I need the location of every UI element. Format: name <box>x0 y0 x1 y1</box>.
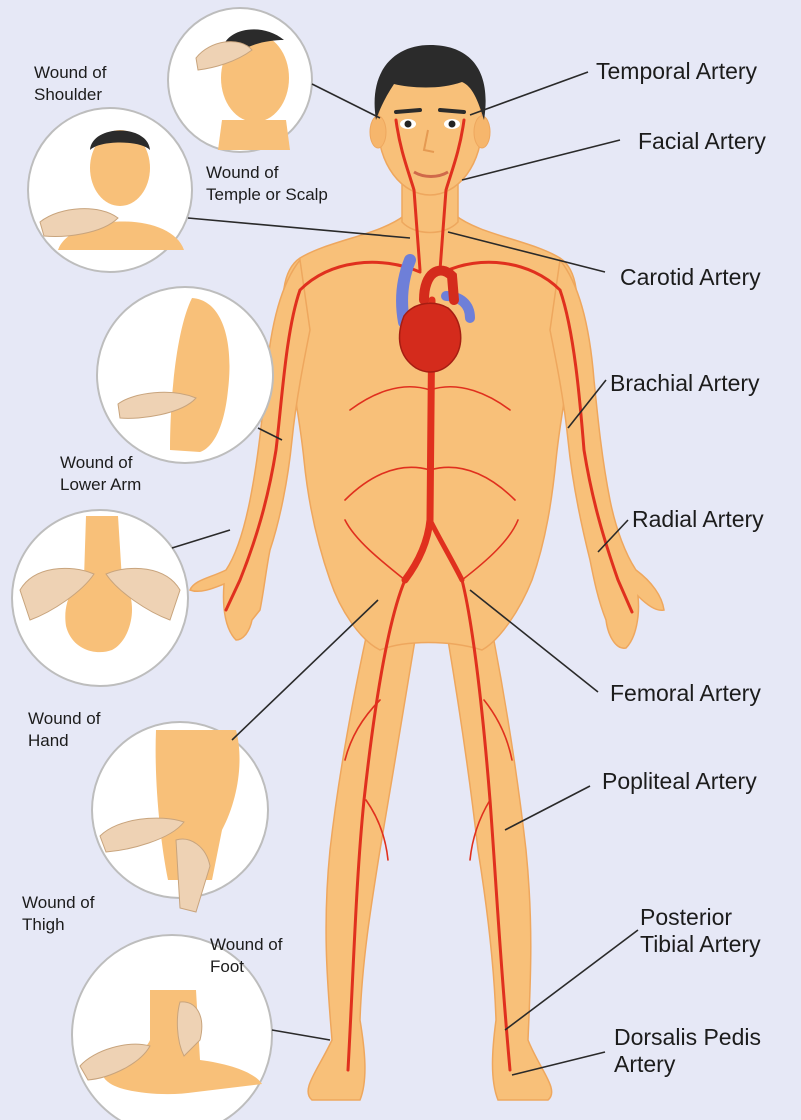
right-brow <box>396 110 420 112</box>
label-wound-temple: Wound of Temple or Scalp <box>206 162 328 206</box>
leader-foot-wound <box>272 1030 330 1040</box>
heart-body <box>400 303 461 372</box>
label-radial-artery: Radial Artery <box>632 506 764 533</box>
label-carotid-artery: Carotid Artery <box>620 264 761 291</box>
label-posterior-tibial-artery: Posterior Tibial Artery <box>640 904 761 958</box>
leader-temple-wound <box>312 84 380 118</box>
right-pupil <box>405 121 412 128</box>
left-ear <box>474 116 490 148</box>
left-leg <box>448 610 552 1100</box>
inset-shoulder <box>28 108 192 272</box>
label-temporal-artery: Temporal Artery <box>596 58 757 85</box>
label-femoral-artery: Femoral Artery <box>610 680 761 707</box>
left-pupil <box>449 121 456 128</box>
label-dorsalis-pedis-artery: Dorsalis Pedis Artery <box>614 1024 761 1078</box>
leader-hand-wound <box>172 530 230 548</box>
label-popliteal-artery: Popliteal Artery <box>602 768 757 795</box>
left-brow <box>440 110 464 112</box>
label-wound-shoulder: Wound of Shoulder <box>34 62 106 106</box>
label-wound-lower-arm: Wound of Lower Arm <box>60 452 141 496</box>
right-leg <box>308 610 415 1100</box>
label-facial-artery: Facial Artery <box>638 128 766 155</box>
label-brachial-artery: Brachial Artery <box>610 370 760 397</box>
inset-temple <box>168 8 312 152</box>
leader-temporal <box>470 72 588 115</box>
label-wound-hand: Wound of Hand <box>28 708 100 752</box>
inset-hand <box>12 510 188 686</box>
inset-lower-arm <box>97 287 273 463</box>
right-ear <box>370 116 386 148</box>
label-wound-thigh: Wound of Thigh <box>22 892 94 936</box>
leader-shoulder-wound <box>188 218 410 238</box>
inset-thigh <box>92 722 268 912</box>
label-wound-foot: Wound of Foot <box>210 934 282 978</box>
